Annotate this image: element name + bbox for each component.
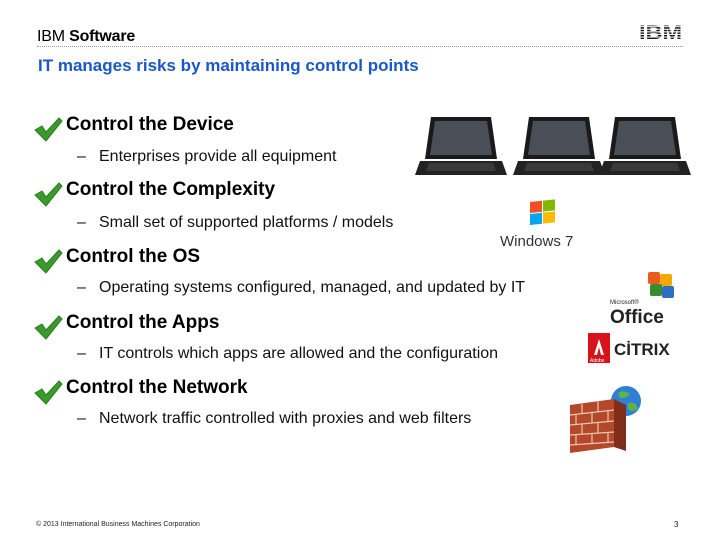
checkmark-icon <box>34 182 63 207</box>
brand-suffix: Software <box>69 28 136 45</box>
bullet-sub: –Operating systems configured, managed, … <box>77 279 526 296</box>
bullet-heading: Control the Complexity <box>66 179 276 200</box>
checkmark-icon <box>34 117 63 142</box>
laptop-icon <box>513 117 605 175</box>
checkmark-icon <box>34 315 63 340</box>
adobe-text: Adobe <box>590 358 605 364</box>
bullet-heading: Control the Device <box>66 114 234 135</box>
laptop-icon <box>415 117 507 175</box>
brand-title: IBM Software <box>37 28 135 46</box>
brand-prefix: IBM <box>37 28 65 45</box>
windows7-logo: Windows 7 <box>500 198 588 252</box>
windows-text: Windows 7 <box>500 233 573 250</box>
bullet-sub: –Enterprises provide all equipment <box>77 148 337 165</box>
checkmark-icon <box>34 249 63 274</box>
office-logo: Microsoft® Office <box>610 272 690 328</box>
office-icon <box>648 272 674 298</box>
laptops-image <box>415 117 691 175</box>
ibm-logo: IBM <box>639 23 682 42</box>
bullet-heading: Control the Apps <box>66 312 220 333</box>
brick-wall-icon <box>569 399 626 453</box>
header-divider <box>37 46 683 47</box>
copyright-footer: © 2013 International Business Machines C… <box>36 521 200 528</box>
page-number: 3 <box>674 520 679 529</box>
bullet-sub: –Network traffic controlled with proxies… <box>77 410 472 427</box>
bullet-heading: Control the Network <box>66 377 248 398</box>
laptop-icon <box>599 117 691 175</box>
checkmark-icon <box>34 380 63 405</box>
adobe-icon: Adobe <box>588 333 610 364</box>
office-text: Office <box>610 307 664 326</box>
bullet-sub: –IT controls which apps are allowed and … <box>77 345 499 362</box>
slide-title: IT manages risks by maintaining control … <box>38 56 419 75</box>
adobe-citrix-logos: Adobe CİTRIX <box>588 333 698 367</box>
windows-flag-icon <box>530 199 555 225</box>
citrix-text: CİTRIX <box>614 340 670 359</box>
ibm-logo-text: IBM <box>639 23 682 42</box>
firewall-globe-image <box>569 386 641 453</box>
office-small-text: Microsoft® <box>610 299 639 306</box>
bullet-heading: Control the OS <box>66 246 201 267</box>
bullet-sub: –Small set of supported platforms / mode… <box>77 214 394 231</box>
